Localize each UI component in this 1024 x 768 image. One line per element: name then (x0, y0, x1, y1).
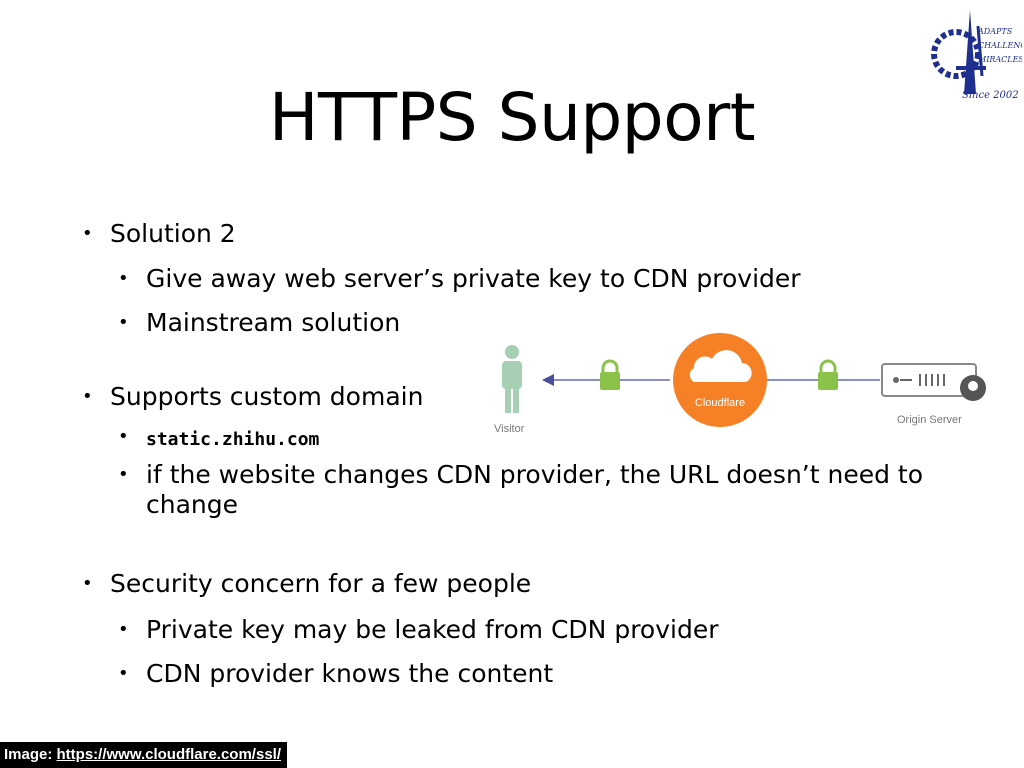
visitor-person-icon (502, 345, 522, 413)
visitor-label: Visitor (494, 423, 525, 435)
cdn-label: Cloudflare (695, 397, 745, 409)
bullet-marker: • (82, 386, 93, 407)
bullet-text: Supports custom domain (110, 382, 424, 411)
bullet-knows-content: • CDN provider knows the content (118, 659, 554, 689)
bullet-text: CDN provider knows the content (146, 659, 554, 688)
bullet-mainstream: • Mainstream solution (118, 308, 401, 338)
bullet-security-concern: • Security concern for a few people (82, 569, 532, 599)
bullet-text: Private key may be leaked from CDN provi… (146, 615, 719, 644)
svg-text:Since 2002: Since 2002 (962, 90, 1019, 101)
cloud-icon (689, 350, 752, 382)
cloudflare-cdn-node: Cloudflare (673, 333, 767, 427)
svg-text:MIRACLES: MIRACLES (977, 55, 1022, 64)
svg-text:ADAPTS: ADAPTS (977, 27, 1013, 36)
bullet-solution-2: • Solution 2 (82, 219, 236, 249)
bullet-text: if the website changes CDN provider, the… (146, 460, 924, 519)
organization-logo: ADAPTS CHALLENGE MIRACLES Since 2002 (931, 10, 1022, 101)
bullet-give-away-key: • Give away web server’s private key to C… (118, 264, 801, 294)
origin-server-icon (881, 363, 986, 401)
bullet-text: Solution 2 (110, 219, 236, 248)
bullet-text: Give away web server’s private key to CD… (146, 264, 801, 293)
bullet-marker: • (118, 619, 129, 640)
bullet-key-leak: • Private key may be leaked from CDN prov… (118, 615, 719, 645)
bullet-marker: • (82, 223, 93, 244)
bullet-domain-example: • static.zhihu.com (118, 422, 320, 455)
bullet-marker: • (118, 426, 129, 447)
bullet-marker: • (118, 312, 129, 333)
bullet-text: Security concern for a few people (110, 569, 532, 598)
lock-icon-right (818, 359, 838, 390)
image-credit-caption: Image: https://www.cloudflare.com/ssl/ (0, 742, 287, 768)
caption-prefix: Image: (4, 746, 57, 763)
bullet-custom-domain: • Supports custom domain (82, 382, 424, 412)
slide-title: HTTPS Support (268, 79, 756, 156)
svg-text:CHALLENGE: CHALLENGE (978, 41, 1022, 50)
arrow-head-icon (542, 374, 554, 386)
bullet-marker: • (118, 268, 129, 289)
bullet-url-unchanged: • if the website changes CDN provider, th… (118, 460, 946, 520)
bullet-marker: • (118, 663, 129, 684)
bullet-text: Mainstream solution (146, 308, 401, 337)
server-label: Origin Server (897, 414, 962, 426)
caption-link[interactable]: https://www.cloudflare.com/ssl/ (56, 746, 281, 763)
lock-icon-left (600, 359, 620, 390)
bullet-marker: • (82, 573, 93, 594)
bullet-marker: • (118, 464, 129, 485)
cloudflare-ssl-diagram: Visitor Cloudflare Origin Server (494, 333, 986, 435)
bullet-text: static.zhihu.com (146, 429, 320, 450)
